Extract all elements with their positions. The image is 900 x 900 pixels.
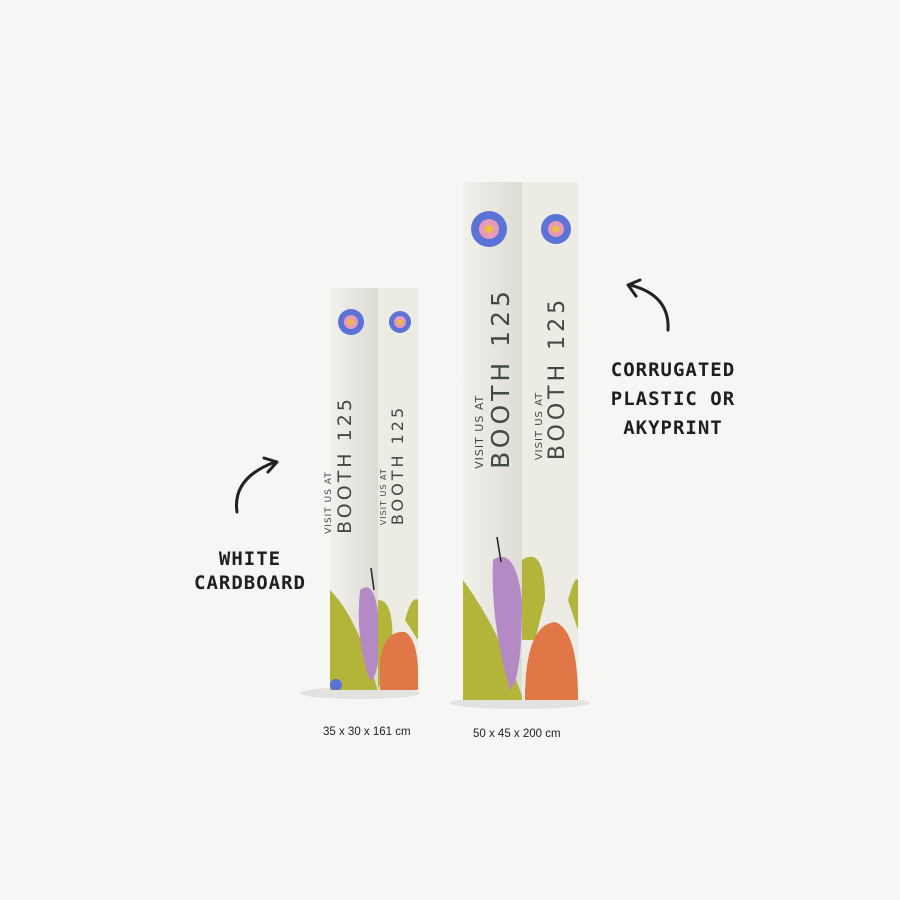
material-label-large: CORRUGATED PLASTIC OR AKYPRINT — [593, 356, 753, 443]
label-line: CARDBOARD — [194, 572, 306, 594]
label-line: PLASTIC OR — [610, 388, 736, 410]
booth-text: BOOTH 125 — [545, 295, 570, 461]
logo-icon — [471, 211, 571, 247]
large-tower — [463, 182, 578, 700]
small-tower — [330, 288, 418, 690]
label-line: CORRUGATED — [610, 359, 736, 381]
label-line: WHITE — [218, 548, 282, 570]
visit-text: VISIT US AT — [473, 394, 486, 469]
arrow-icon — [234, 460, 277, 514]
booth-text: BOOTH 125 — [486, 287, 515, 469]
booth-text: BOOTH 125 — [334, 396, 356, 534]
visit-text: VISIT US AT — [534, 391, 545, 461]
dimensions-large: 50 x 45 x 200 cm — [473, 728, 561, 740]
visit-text: VISIT US AT — [324, 471, 334, 534]
logo-icon — [338, 309, 411, 335]
visit-text: VISIT US AT — [379, 468, 388, 526]
arrow-icon — [628, 283, 670, 332]
material-label-small: WHITE CARDBOARD — [180, 547, 320, 595]
booth-text: BOOTH 125 — [388, 404, 407, 526]
dimensions-small: 35 x 30 x 161 cm — [323, 726, 411, 738]
label-line: AKYPRINT — [623, 417, 723, 439]
